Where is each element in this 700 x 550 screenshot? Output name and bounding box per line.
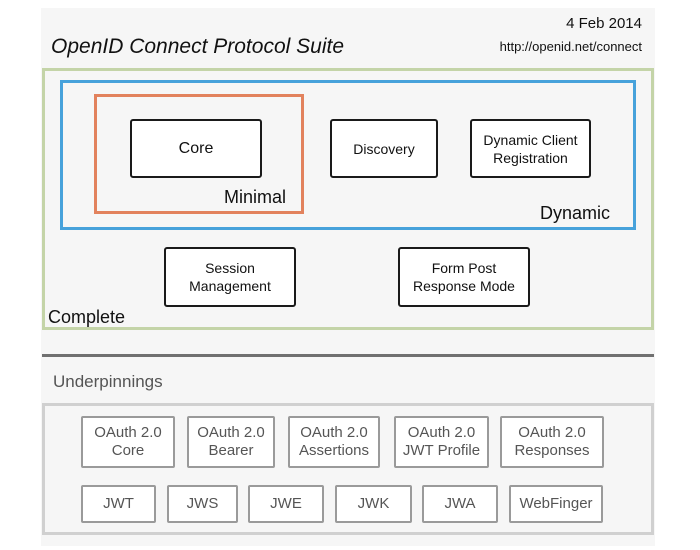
underpinning-oauth-assertions: OAuth 2.0 Assertions — [288, 416, 380, 468]
minimal-frame — [94, 94, 304, 214]
underpinning-oauth-core-line1: OAuth 2.0 — [94, 424, 162, 441]
underpinning-jwk: JWK — [335, 485, 412, 523]
spec-discovery-label: Discovery — [353, 140, 415, 157]
diagram-title: OpenID Connect Protocol Suite — [51, 35, 344, 58]
underpinning-jws-label: JWS — [186, 495, 219, 512]
spec-dynamic-client-registration-box: Dynamic Client Registration — [470, 119, 591, 178]
dynamic-frame — [60, 80, 636, 230]
underpinning-jwt-label: JWT — [103, 495, 134, 512]
spec-form-post-response-mode-box: Form Post Response Mode — [398, 247, 530, 307]
dynamic-label: Dynamic — [540, 203, 611, 223]
underpinning-jwk-label: JWK — [357, 495, 390, 512]
underpinning-oauth-jwt-profile-line1: OAuth 2.0 — [407, 424, 476, 441]
underpinning-oauth-jwt-profile: OAuth 2.0 JWT Profile — [394, 416, 489, 468]
underpinning-oauth-core: OAuth 2.0 Core — [81, 416, 175, 468]
complete-frame — [42, 68, 654, 330]
spec-session-management-line1: Session — [205, 260, 255, 276]
spec-core-box: Core — [130, 119, 262, 178]
underpinning-oauth-responses: OAuth 2.0 Responses — [500, 416, 604, 468]
underpinning-jwe: JWE — [248, 485, 324, 523]
underpinning-oauth-jwt-profile-line2: JWT Profile — [402, 442, 481, 459]
underpinning-jwa: JWA — [422, 485, 498, 523]
underpinning-oauth-assertions-line2: Assertions — [298, 442, 370, 459]
spec-discovery-box: Discovery — [330, 119, 438, 178]
spec-session-management-box: Session Management — [164, 247, 296, 307]
url-label: http://openid.net/connect — [499, 39, 642, 54]
underpinning-jwe-label: JWE — [270, 495, 302, 512]
underpinning-oauth-core-line2: Core — [111, 442, 145, 459]
underpinning-webfinger: WebFinger — [509, 485, 603, 523]
underpinning-jws: JWS — [167, 485, 238, 523]
complete-label: Complete — [48, 307, 126, 327]
spec-core-label: Core — [178, 139, 214, 157]
underpinning-oauth-assertions-line1: OAuth 2.0 — [300, 424, 368, 441]
underpinning-oauth-bearer-line2: Bearer — [208, 442, 254, 459]
spec-dynamic-client-registration-line2: Registration — [493, 149, 568, 166]
section-divider — [42, 354, 654, 357]
underpinning-jwt: JWT — [81, 485, 156, 523]
underpinning-oauth-bearer-line1: OAuth 2.0 — [197, 424, 265, 441]
underpinning-jwa-label: JWA — [444, 495, 476, 512]
spec-form-post-response-mode-line2: Response Mode — [413, 278, 515, 294]
underpinning-webfinger-label: WebFinger — [519, 495, 593, 512]
spec-dynamic-client-registration-line1: Dynamic Client — [483, 131, 578, 148]
underpinnings-frame — [42, 403, 654, 535]
minimal-label: Minimal — [224, 187, 287, 207]
spec-session-management-line2: Management — [189, 278, 271, 294]
underpinning-oauth-responses-line2: Responses — [514, 442, 590, 459]
underpinnings-label: Underpinnings — [53, 372, 163, 391]
underpinning-oauth-responses-line1: OAuth 2.0 — [518, 424, 586, 441]
spec-form-post-response-mode-line1: Form Post — [431, 260, 497, 276]
underpinning-oauth-bearer: OAuth 2.0 Bearer — [187, 416, 275, 468]
date-label: 4 Feb 2014 — [566, 15, 642, 32]
